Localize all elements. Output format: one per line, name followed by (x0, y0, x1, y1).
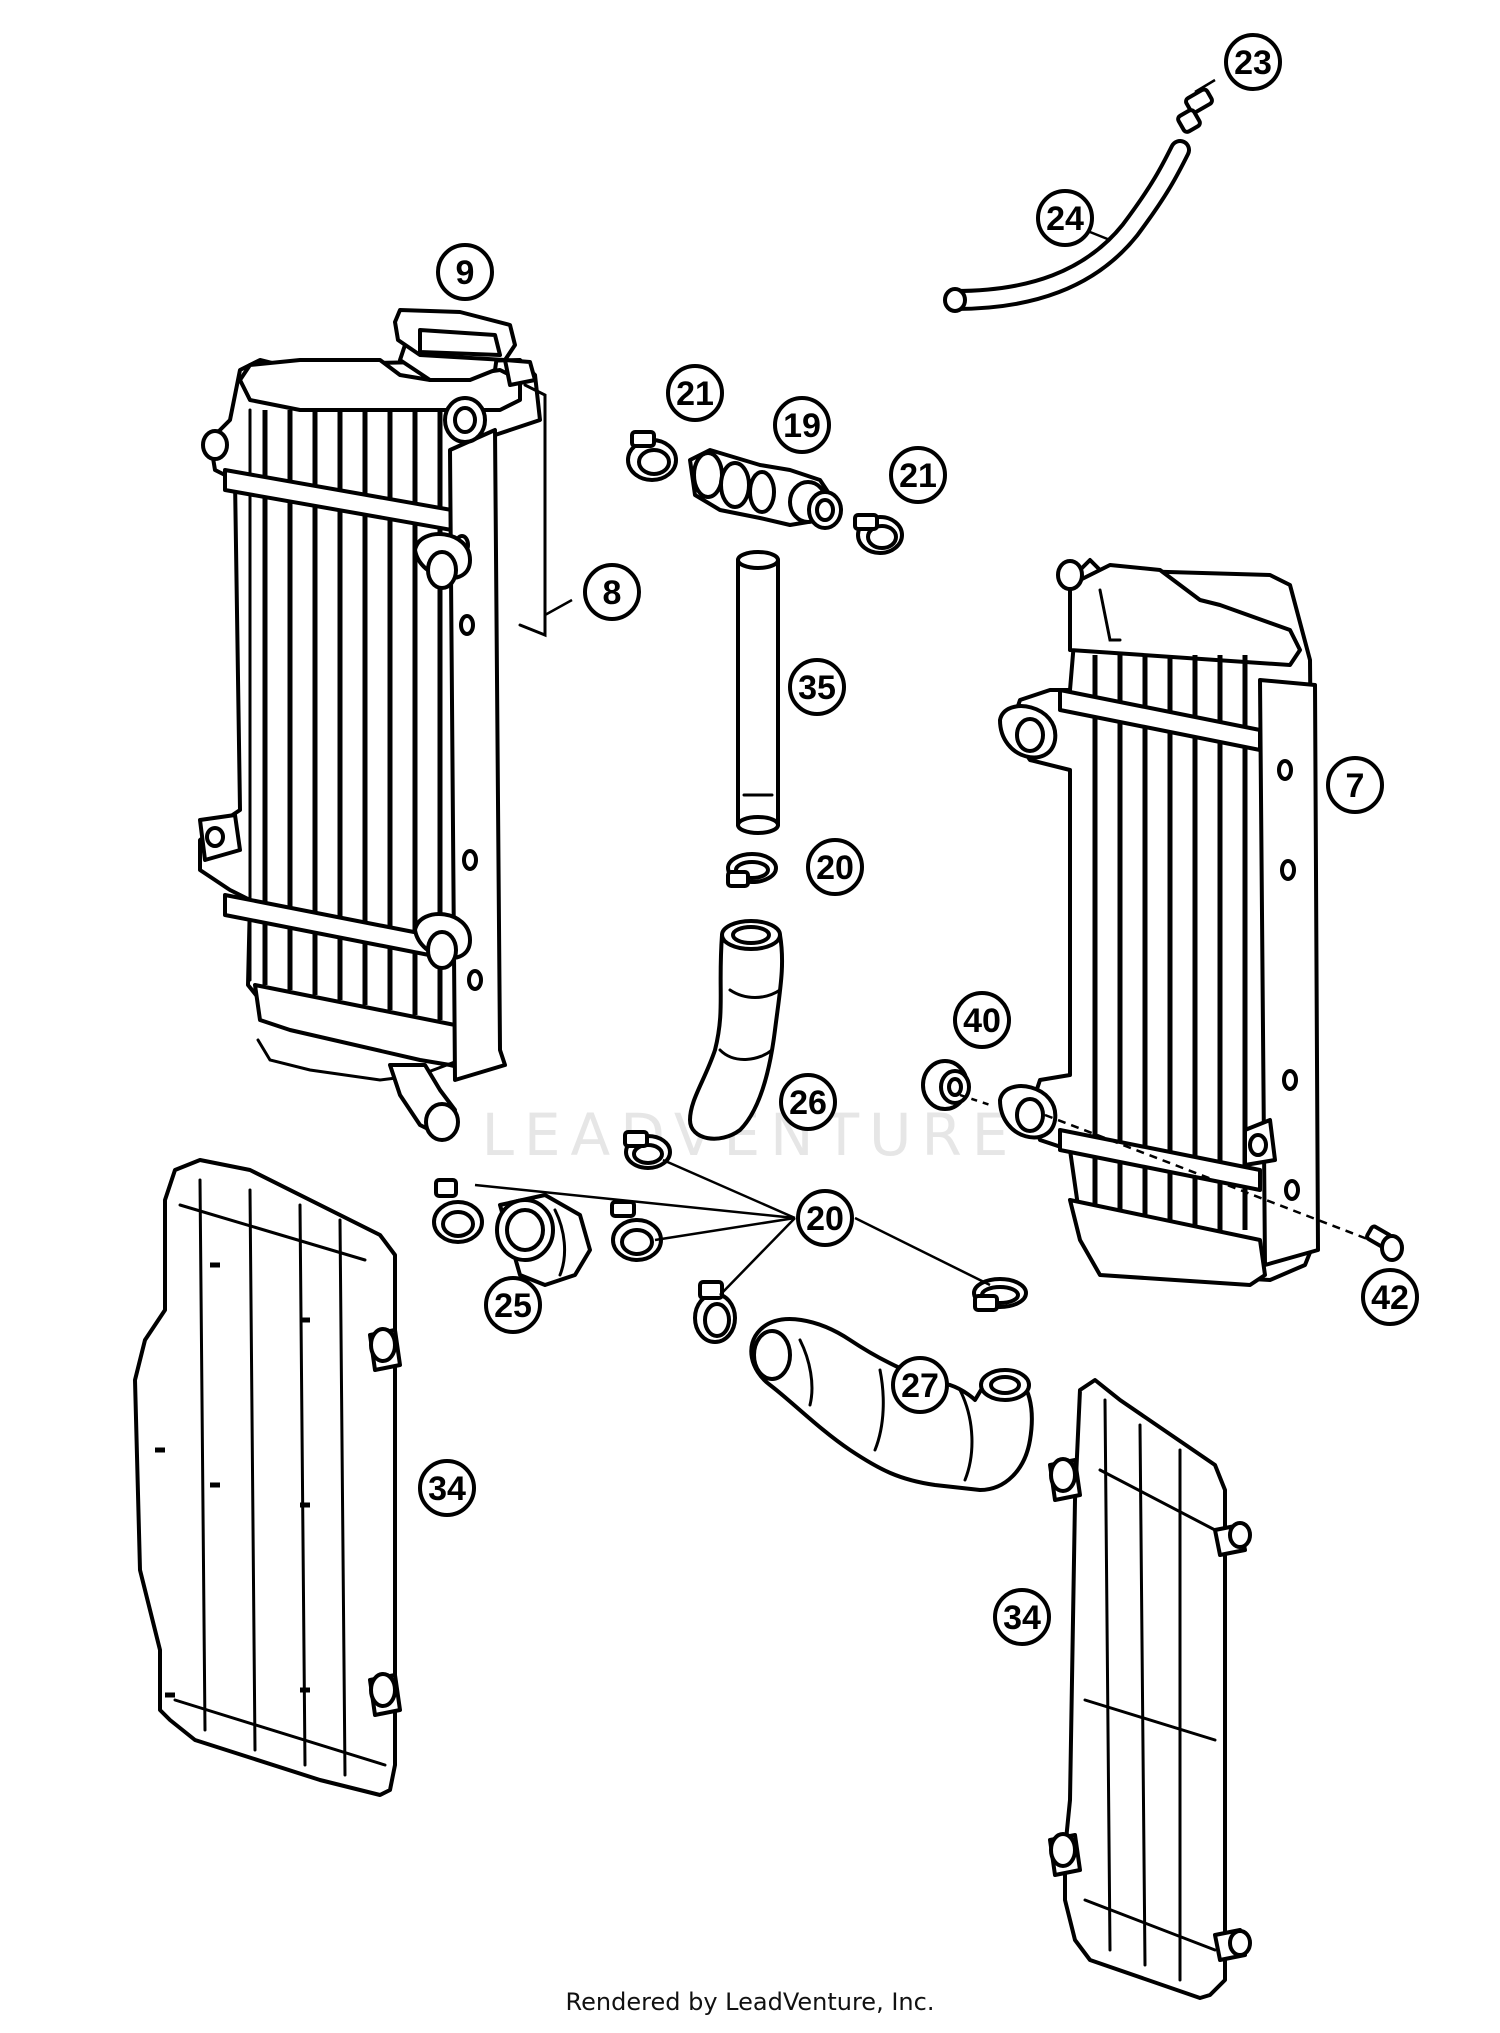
svg-text:19: 19 (783, 407, 821, 445)
svg-text:8: 8 (603, 574, 622, 612)
svg-text:34: 34 (1003, 1599, 1041, 1637)
svg-text:42: 42 (1371, 1279, 1409, 1317)
callout-25[interactable]: 25 (484, 1276, 542, 1334)
left-shroud-grommets (368, 1327, 402, 1717)
hose-short[interactable] (495, 1193, 592, 1287)
hose-fitting[interactable] (1176, 87, 1214, 134)
left-radiator-shroud[interactable] (133, 1158, 402, 1797)
svg-text:20: 20 (806, 1200, 844, 1238)
callout-26[interactable]: 26 (779, 1073, 837, 1131)
callout-20-lower[interactable]: 20 (796, 1189, 854, 1247)
screw[interactable] (1044, 1113, 1404, 1262)
callout-24[interactable]: 24 (1036, 189, 1094, 247)
footer-credit: Rendered by LeadVenture, Inc. (565, 1988, 935, 2016)
clamp-lower[interactable] (693, 1280, 737, 1344)
svg-text:7: 7 (1346, 767, 1365, 805)
left-radiator[interactable] (198, 318, 542, 1142)
right-radiator-fins (1092, 655, 1248, 1230)
callout-8[interactable]: 8 (583, 563, 641, 621)
svg-text:25: 25 (494, 1287, 532, 1325)
callout-35[interactable]: 35 (788, 658, 846, 716)
hose-lower[interactable] (749, 1317, 1034, 1492)
callout-7[interactable]: 7 (1326, 756, 1384, 814)
right-radiator-shroud[interactable] (1048, 1378, 1252, 2000)
callout-23[interactable]: 23 (1224, 33, 1282, 91)
svg-text:9: 9 (456, 254, 475, 292)
left-shroud-slots (155, 1262, 310, 1698)
callout-20-upper[interactable]: 20 (806, 838, 864, 896)
svg-text:21: 21 (676, 375, 714, 413)
callout-21-right[interactable]: 21 (889, 446, 947, 504)
radiator-cap[interactable] (393, 308, 537, 387)
svg-text:35: 35 (798, 669, 836, 707)
callout-42[interactable]: 42 (1361, 1268, 1419, 1326)
clamp-right[interactable] (853, 513, 904, 555)
clamp-far-left[interactable] (432, 1178, 484, 1244)
svg-text:40: 40 (963, 1002, 1001, 1040)
connector-fitting[interactable] (688, 448, 843, 530)
svg-text:27: 27 (901, 1367, 939, 1405)
callout-34-left[interactable]: 34 (418, 1459, 476, 1517)
hose-upper[interactable] (688, 919, 785, 1141)
callout-40[interactable]: 40 (953, 991, 1011, 1049)
callout-9[interactable]: 9 (436, 243, 494, 301)
svg-text:26: 26 (789, 1084, 827, 1122)
svg-text:23: 23 (1234, 44, 1272, 82)
right-radiator[interactable] (998, 558, 1320, 1287)
clamp-right-hose[interactable] (972, 1277, 1028, 1312)
clamp-left[interactable] (626, 430, 678, 482)
callout-27[interactable]: 27 (891, 1356, 949, 1414)
clamp-mid-left[interactable] (610, 1200, 663, 1262)
callout-34-right[interactable]: 34 (993, 1588, 1051, 1646)
grommet[interactable] (921, 1059, 971, 1111)
overflow-hose[interactable] (943, 139, 1191, 313)
callout-19[interactable]: 19 (773, 396, 831, 454)
clamp-hose-outlet[interactable] (623, 1130, 672, 1170)
svg-text:21: 21 (899, 457, 937, 495)
callout-21-left[interactable]: 21 (666, 364, 724, 422)
clamp-upper[interactable] (726, 852, 778, 888)
pipe[interactable] (736, 550, 780, 835)
right-shroud-grommets (1048, 1457, 1252, 1962)
leader-lines (474, 78, 1216, 1296)
svg-text:20: 20 (816, 849, 854, 887)
svg-text:34: 34 (428, 1470, 466, 1508)
svg-text:24: 24 (1046, 200, 1084, 238)
